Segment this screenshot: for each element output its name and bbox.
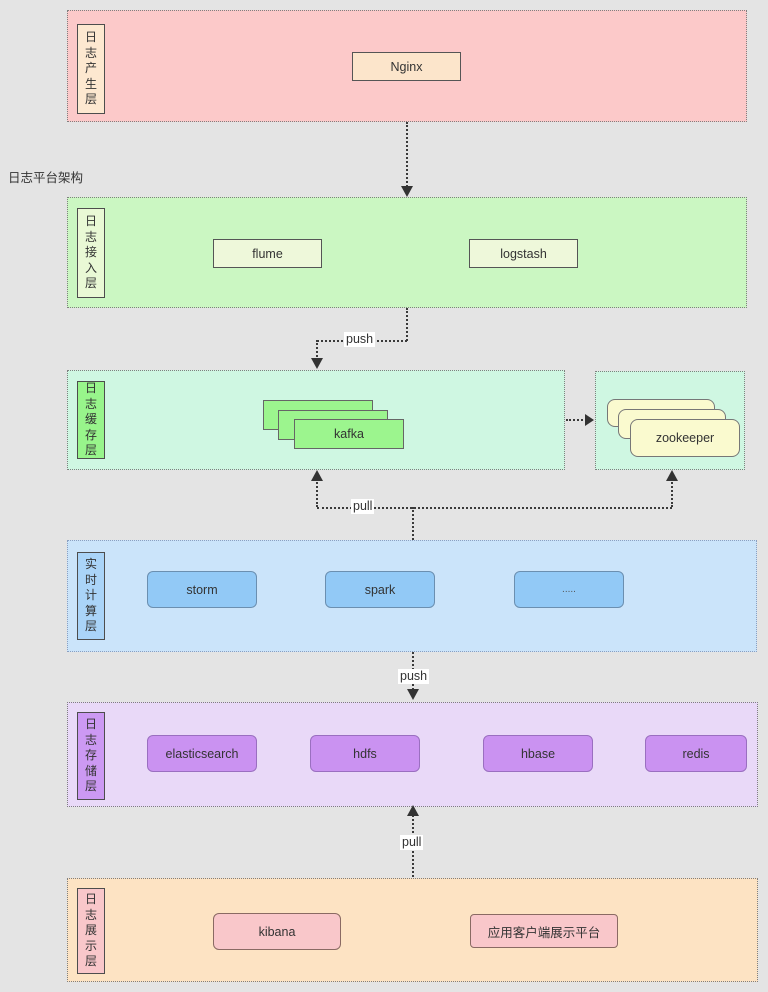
layer-label-access-text: 日志接入层 xyxy=(84,214,97,291)
node-others: ..... xyxy=(514,571,624,608)
layer-label-display: 日志展示层 xyxy=(77,888,105,974)
layer-log-storage: 日志存储层 elasticsearch hdfs hbase redis xyxy=(67,702,758,807)
arrow-produce-to-access-head xyxy=(401,186,413,197)
layer-realtime-compute: 实时计算层 storm spark ..... xyxy=(67,540,757,652)
node-logstash: logstash xyxy=(469,239,578,268)
arrow-pull1-head-left xyxy=(311,470,323,481)
layer-label-compute: 实时计算层 xyxy=(77,552,105,640)
arrow-push1-line-v2 xyxy=(316,340,318,360)
group-zookeeper: zookeeper xyxy=(595,371,745,470)
arrow-pull1-line-v-main xyxy=(412,507,414,540)
arrow-pull1-label: pull xyxy=(351,499,375,514)
node-redis: redis xyxy=(645,735,747,772)
node-client-platform: 应用客户端展示平台 xyxy=(470,914,618,948)
layer-label-display-text: 日志展示层 xyxy=(84,892,97,969)
arrow-pull2-label: pull xyxy=(400,835,424,850)
arrow-push1-label: push xyxy=(344,332,376,347)
node-elasticsearch: elasticsearch xyxy=(147,735,257,772)
layer-log-access: 日志接入层 flume logstash xyxy=(67,197,747,308)
layer-label-storage: 日志存储层 xyxy=(77,712,105,800)
layer-label-produce-text: 日志产生层 xyxy=(84,30,97,107)
arrow-kafka-to-zookeeper-line xyxy=(566,419,587,421)
node-nginx: Nginx xyxy=(352,52,461,81)
layer-label-cache: 日志缓存层 xyxy=(77,381,105,459)
arrow-kafka-to-zookeeper-head xyxy=(585,414,594,426)
arrow-push2-head xyxy=(407,689,419,700)
node-hdfs: hdfs xyxy=(310,735,420,772)
node-hbase: hbase xyxy=(483,735,593,772)
node-spark: spark xyxy=(325,571,435,608)
arrow-push1-line-v1 xyxy=(406,308,408,341)
layer-label-cache-text: 日志缓存层 xyxy=(84,381,97,458)
arrow-pull1-line-v-left xyxy=(316,479,318,507)
diagram-title: 日志平台架构 xyxy=(8,171,84,185)
layer-log-cache: 日志缓存层 kafka xyxy=(67,370,565,470)
arrow-produce-to-access-line xyxy=(406,122,408,187)
layer-label-compute-text: 实时计算层 xyxy=(84,557,97,634)
node-flume: flume xyxy=(213,239,322,268)
layer-log-produce: 日志产生层 Nginx xyxy=(67,10,747,122)
node-storm: storm xyxy=(147,571,257,608)
arrow-pull1-line-h xyxy=(317,507,672,509)
arrow-pull2-head xyxy=(407,805,419,816)
layer-label-storage-text: 日志存储层 xyxy=(84,717,97,794)
arrow-pull1-line-v-right xyxy=(671,479,673,507)
layer-label-produce: 日志产生层 xyxy=(77,24,105,114)
node-kafka: kafka xyxy=(294,419,404,449)
arrow-push1-head xyxy=(311,358,323,369)
layer-label-access: 日志接入层 xyxy=(77,208,105,298)
node-zookeeper: zookeeper xyxy=(630,419,740,457)
arrow-pull1-head-right xyxy=(666,470,678,481)
layer-log-display: 日志展示层 kibana 应用客户端展示平台 xyxy=(67,878,758,982)
node-kibana: kibana xyxy=(213,913,341,950)
arrow-push2-label: push xyxy=(398,669,430,684)
